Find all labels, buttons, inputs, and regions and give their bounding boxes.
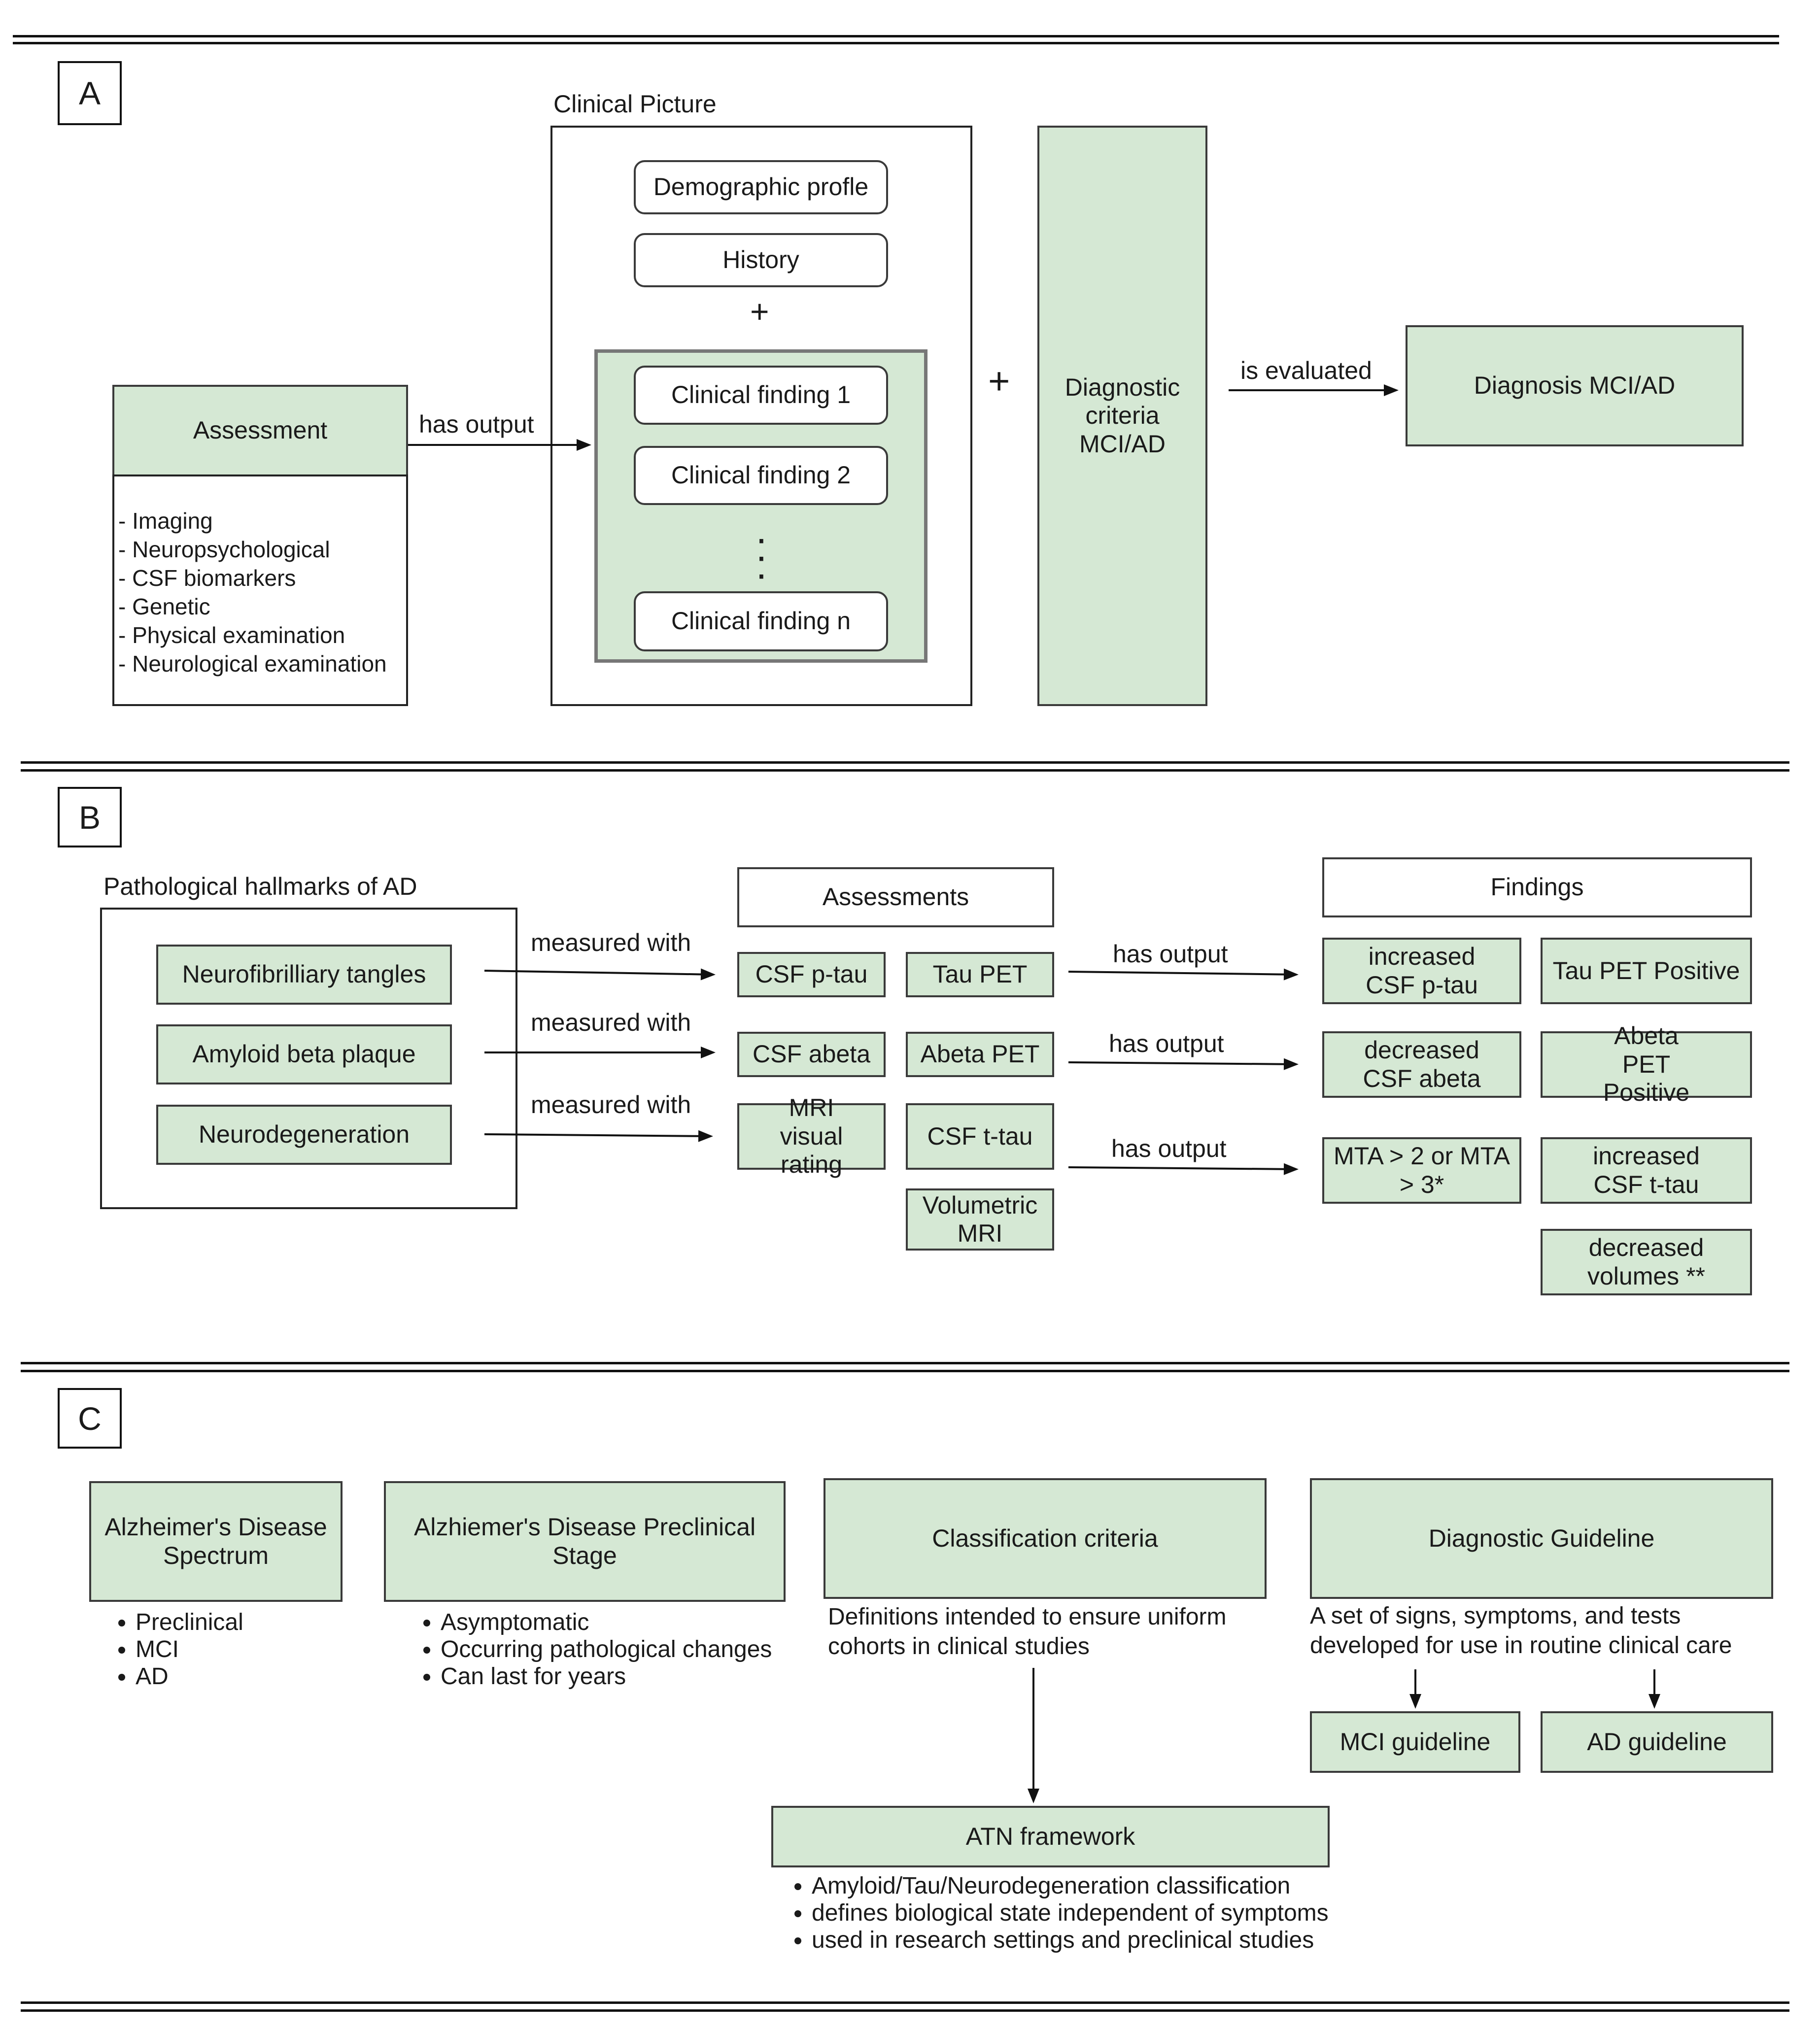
assessment-abeta-pet: Abeta PET xyxy=(906,1032,1054,1077)
list-item: MCI xyxy=(136,1636,243,1663)
list-item: Can last for years xyxy=(441,1663,772,1690)
finding-tau-pet-positive: Tau PET Positive xyxy=(1541,938,1752,1004)
has-output-label: has output xyxy=(1111,1135,1227,1162)
assessment-item: - CSF biomarkers xyxy=(118,565,296,591)
assessment-mri-visual: MRI visual rating xyxy=(737,1094,886,1178)
hallmark-box: Amyloid beta plaque xyxy=(156,1024,452,1084)
finding-decreased-volumes: decreased volumes ** xyxy=(1541,1229,1752,1295)
clinical-finding-box: Clinical finding 2 xyxy=(634,446,888,505)
finding-decreased-csf-abeta: decreased CSF abeta xyxy=(1322,1031,1521,1098)
list-item: Preclinical xyxy=(136,1609,243,1636)
list-item: AD xyxy=(136,1663,243,1690)
arrow-output-to-findings xyxy=(1068,1058,1299,1070)
finding-mta: MTA > 2 or MTA > 3* xyxy=(1322,1137,1521,1204)
arrow-classification-to-atn xyxy=(1028,1668,1039,1803)
is-evaluated-label: is evaluated xyxy=(1240,357,1372,384)
arrow-assessment-to-clinical-picture xyxy=(408,439,591,451)
list-item: Occurring pathological changes xyxy=(441,1636,772,1663)
arrow-output-to-findings xyxy=(1068,968,1299,981)
separator-bottom xyxy=(21,2009,1789,2012)
arrow-guideline-to-ad xyxy=(1648,1669,1660,1709)
has-output-label: has output xyxy=(419,410,534,438)
measured-with-label: measured with xyxy=(531,929,691,956)
separator-ab xyxy=(21,761,1789,764)
separator-top xyxy=(13,35,1779,37)
demographic-profile-box: Demographic profle xyxy=(634,160,888,214)
ad-guideline-box: AD guideline xyxy=(1541,1711,1773,1773)
arrow-neurodegeneration-to-assessment xyxy=(484,1130,713,1142)
separator-top xyxy=(13,42,1779,44)
clinical-finding-box: Clinical finding 1 xyxy=(634,366,888,425)
assessments-header: Assessments xyxy=(737,867,1054,927)
diagnostic-guideline-box: Diagnostic Guideline xyxy=(1310,1478,1773,1599)
panel-b-label: B xyxy=(58,787,122,847)
hallmark-box: Neurofibrilliary tangles xyxy=(156,945,452,1005)
assessment-item: - Genetic xyxy=(118,594,210,619)
has-output-label: has output xyxy=(1113,940,1228,968)
hallmark-box: Neurodegeneration xyxy=(156,1105,452,1165)
hallmarks-title: Pathological hallmarks of AD xyxy=(103,873,417,900)
plus-sign: + xyxy=(750,293,769,330)
description-line: developed for use in routine clinical ca… xyxy=(1310,1632,1732,1659)
finding-increased-csf-ptau: increased CSF p-tau xyxy=(1322,938,1521,1004)
ad-spectrum-list: Preclinical MCI AD xyxy=(91,1609,243,1690)
assessment-volumetric-mri: Volumetric MRI xyxy=(906,1188,1054,1251)
list-item: Amyloid/Tau/Neurodegeneration classifica… xyxy=(812,1872,1329,1899)
panel-a-label: A xyxy=(58,61,122,125)
description-line: Definitions intended to ensure uniform xyxy=(828,1604,1227,1630)
list-item: Asymptomatic xyxy=(441,1609,772,1636)
separator-bc xyxy=(21,1370,1789,1372)
arrow-output-to-findings xyxy=(1068,1163,1299,1175)
preclinical-stage-box: Alzhiemer's Disease Preclinical Stage xyxy=(384,1481,786,1602)
assessment-csf-ptau: CSF p-tau xyxy=(737,952,886,997)
separator-bottom xyxy=(21,2001,1789,2004)
mci-guideline-box: MCI guideline xyxy=(1310,1711,1520,1773)
diagnostic-guideline-description: A set of signs, symptoms, and tests deve… xyxy=(1310,1601,1732,1660)
classification-criteria-description: Definitions intended to ensure uniform c… xyxy=(828,1602,1226,1661)
atn-framework-box: ATN framework xyxy=(771,1806,1330,1867)
arrow-criteria-to-diagnosis xyxy=(1229,384,1399,396)
measured-with-label: measured with xyxy=(531,1009,691,1036)
description-line: cohorts in clinical studies xyxy=(828,1633,1090,1659)
separator-bc xyxy=(21,1362,1789,1364)
assessment-list-box xyxy=(112,474,408,706)
classification-criteria-box: Classification criteria xyxy=(824,1478,1267,1599)
arrow-amyloid-to-assessment xyxy=(484,1047,716,1058)
separator-ab xyxy=(21,769,1789,772)
assessment-csf-abeta: CSF abeta xyxy=(737,1032,886,1077)
arrow-tangles-to-assessment xyxy=(484,968,716,981)
assessment-item: - Neurological examination xyxy=(118,651,387,677)
plus-sign: + xyxy=(988,360,1010,402)
arrow-guideline-to-mci xyxy=(1409,1669,1421,1709)
list-item: defines biological state independent of … xyxy=(812,1899,1329,1927)
assessment-item: - Physical examination xyxy=(118,622,345,648)
assessment-csf-ttau: CSF t-tau xyxy=(906,1103,1054,1170)
measured-with-label: measured with xyxy=(531,1091,691,1118)
ad-spectrum-box: Alzheimer's Disease Spectrum xyxy=(89,1481,343,1602)
diagnostic-criteria-box: Diagnostic criteria MCI/AD xyxy=(1037,126,1207,706)
history-box: History xyxy=(634,233,888,287)
finding-abeta-pet-positive: Abeta PET Positive xyxy=(1541,1022,1752,1106)
assessment-item: - Imaging xyxy=(118,508,213,534)
list-item: used in research settings and preclinica… xyxy=(812,1927,1329,1954)
clinical-finding-box: Clinical finding n xyxy=(634,591,888,651)
hallmarks-box xyxy=(100,908,517,1209)
clinical-picture-box xyxy=(550,126,972,706)
clinical-picture-title: Clinical Picture xyxy=(553,90,717,118)
findings-header: Findings xyxy=(1322,857,1752,917)
description-line: A set of signs, symptoms, and tests xyxy=(1310,1603,1681,1629)
panel-c-label: C xyxy=(58,1388,122,1449)
assessment-list: - Imaging - Neuropsychological - CSF bio… xyxy=(118,507,387,678)
atn-framework-list: Amyloid/Tau/Neurodegeneration classifica… xyxy=(767,1872,1329,1954)
finding-increased-csf-ttau: increased CSF t-tau xyxy=(1541,1137,1752,1204)
has-output-label: has output xyxy=(1109,1030,1224,1057)
assessment-tau-pet: Tau PET xyxy=(906,952,1054,997)
diagnosis-box: Diagnosis MCI/AD xyxy=(1406,325,1744,446)
preclinical-stage-list: Asymptomatic Occurring pathological chan… xyxy=(396,1609,772,1690)
assessment-item: - Neuropsychological xyxy=(118,537,330,562)
